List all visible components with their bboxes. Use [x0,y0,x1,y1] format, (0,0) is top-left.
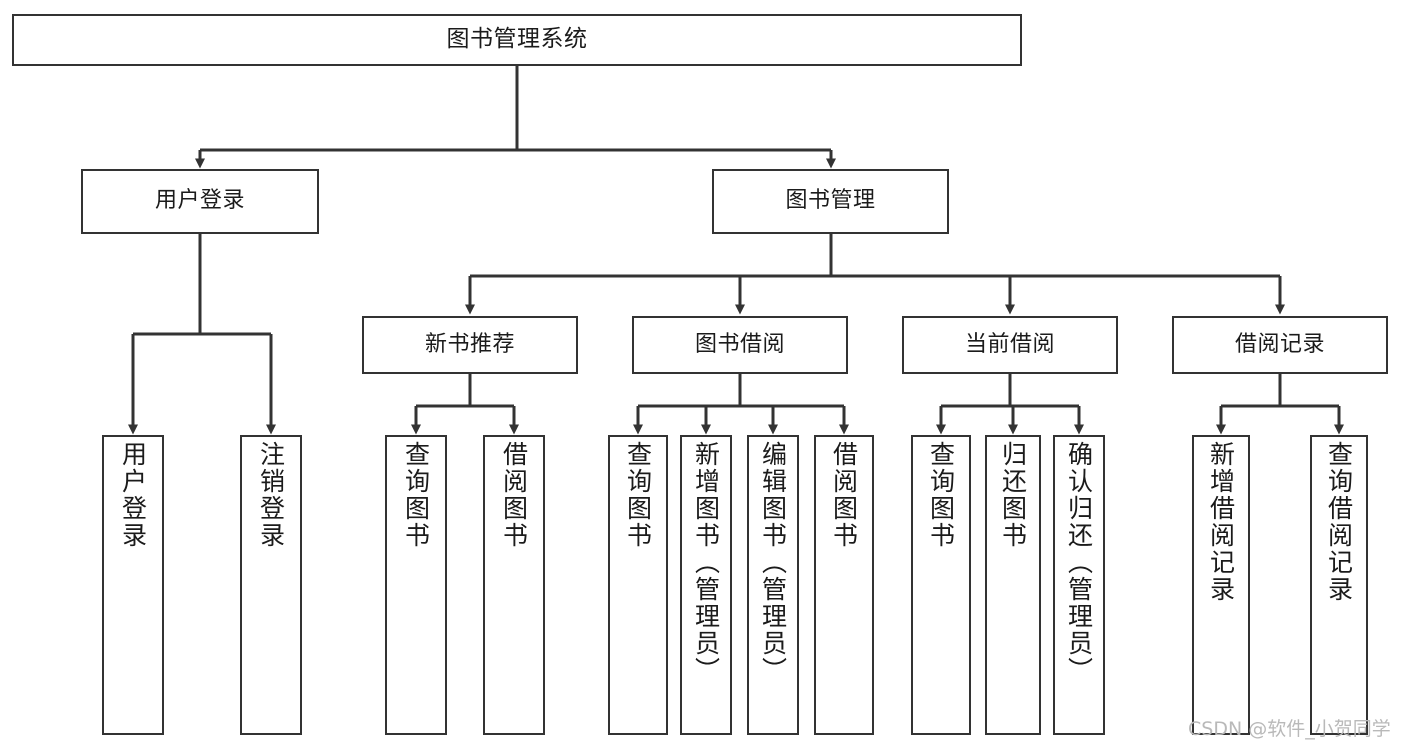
node-label: 新增图书（管理员） [691,441,721,684]
node-book-management[interactable]: 图书管理 [712,169,949,234]
leaf-borrow-book[interactable]: 借阅图书 [814,435,874,735]
node-user-login[interactable]: 用户登录 [81,169,319,234]
node-label: 图书管理系统 [446,26,588,53]
leaf-edit-book-admin[interactable]: 编辑图书（管理员） [747,435,799,735]
node-label: 借阅记录 [1234,331,1325,357]
node-label: 查询图书 [401,441,431,549]
watermark: CSDN @软件_小贺同学 [1188,718,1391,740]
node-label: 新书推荐 [424,331,515,357]
node-label: 查询图书 [926,441,956,549]
node-label: 图书管理 [785,188,876,214]
node-label: 借阅图书 [499,441,529,549]
node-label: 借阅图书 [829,441,859,549]
node-current-borrow[interactable]: 当前借阅 [902,316,1118,374]
node-label: 查询借阅记录 [1324,441,1354,603]
node-label: 查询图书 [623,441,653,549]
node-label: 归还图书 [998,441,1028,549]
node-new-book-recommend[interactable]: 新书推荐 [362,316,578,374]
leaf-query-book-borrow[interactable]: 查询图书 [608,435,668,735]
node-root[interactable]: 图书管理系统 [12,14,1022,66]
node-label: 图书借阅 [694,331,785,357]
node-label: 注销登录 [256,441,286,549]
node-label: 用户登录 [154,188,245,214]
leaf-add-borrow-record[interactable]: 新增借阅记录 [1192,435,1250,735]
leaf-query-borrow-record[interactable]: 查询借阅记录 [1310,435,1368,735]
leaf-confirm-return-admin[interactable]: 确认归还（管理员） [1053,435,1105,735]
leaf-logout[interactable]: 注销登录 [240,435,302,735]
leaf-query-book-recommend[interactable]: 查询图书 [385,435,447,735]
node-borrow-record[interactable]: 借阅记录 [1172,316,1388,374]
leaf-return-book[interactable]: 归还图书 [985,435,1041,735]
leaf-borrow-book-recommend[interactable]: 借阅图书 [483,435,545,735]
leaf-add-book-admin[interactable]: 新增图书（管理员） [680,435,732,735]
node-label: 用户登录 [118,441,148,549]
leaf-query-book-current[interactable]: 查询图书 [911,435,971,735]
node-label: 当前借阅 [964,331,1055,357]
node-label: 新增借阅记录 [1206,441,1236,603]
node-label: 编辑图书（管理员） [758,441,788,684]
node-book-borrow[interactable]: 图书借阅 [632,316,848,374]
leaf-user-login[interactable]: 用户登录 [102,435,164,735]
node-label: 确认归还（管理员） [1064,441,1094,684]
